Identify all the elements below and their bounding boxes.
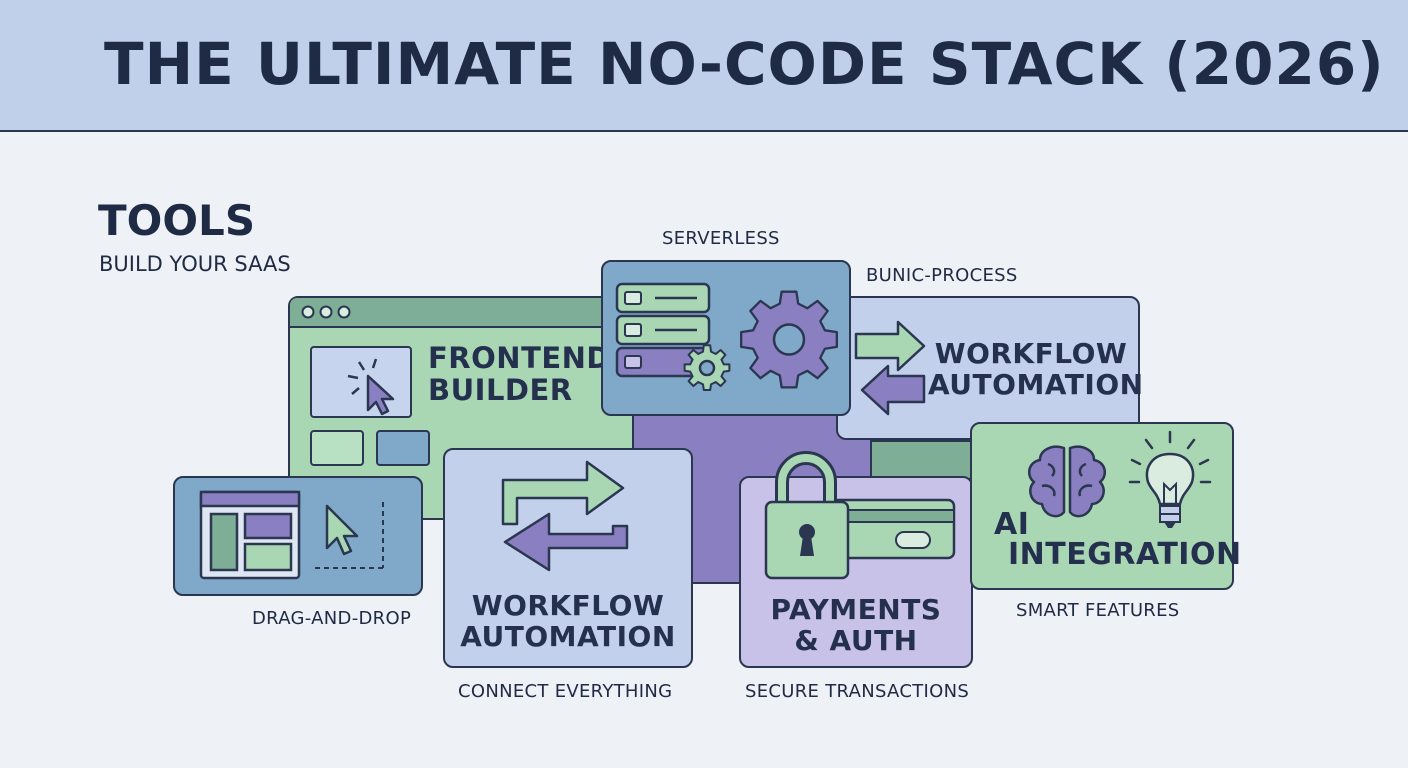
arrows-exchange-icon (854, 320, 926, 416)
layout-grid-icon (199, 490, 384, 580)
arrows-exchange-icon (501, 460, 629, 572)
title-banner: THE ULTIMATE NO-CODE STACK (2026) (0, 0, 1408, 132)
tools-subheading: BUILD YOUR SAAS (99, 252, 291, 276)
window-dots-icon (301, 305, 351, 319)
workflow-automation-top-label: WORKFLOW AUTOMATION (928, 337, 1144, 402)
gear-icon (740, 290, 838, 389)
tools-heading: TOOLS (98, 196, 256, 245)
bunic-process-caption: BUNIC-PROCESS (866, 265, 1018, 286)
frontend-builder-label: FRONTEND BUILDER (428, 341, 611, 408)
page-title: THE ULTIMATE NO-CODE STACK (2026) (104, 30, 1385, 98)
secure-transactions-caption: SECURE TRANSACTIONS (745, 681, 970, 702)
lightbulb-icon (1128, 430, 1212, 528)
browser-bar (290, 298, 632, 328)
workflow-automation-bottom-card[interactable]: WORKFLOW AUTOMATION (443, 448, 693, 668)
workflow-automation-bottom-label: WORKFLOW AUTOMATION (460, 589, 676, 654)
padlock-icon (764, 451, 956, 580)
drag-and-drop-caption: DRAG-AND-DROP (252, 608, 412, 629)
preview-pane (310, 346, 412, 418)
drag-and-drop-card[interactable] (173, 476, 423, 596)
serverless-card[interactable] (601, 260, 851, 416)
cursor-icon (325, 504, 359, 556)
connector-strip (870, 440, 980, 480)
payments-auth-label: PAYMENTS & AUTH (770, 593, 942, 658)
brain-icon (1027, 445, 1107, 518)
serverless-caption: SERVERLESS (662, 228, 780, 249)
ai-integration-label: AI INTEGRATION (994, 507, 1242, 572)
ai-integration-card[interactable]: AI INTEGRATION (970, 422, 1241, 590)
small-gear-icon (683, 344, 731, 392)
connect-everything-caption: CONNECT EVERYTHING (458, 681, 673, 702)
layout-block-blue (376, 430, 430, 466)
smart-features-caption: SMART FEATURES (1016, 600, 1180, 621)
layout-block-green (310, 430, 364, 466)
workflow-automation-top-card[interactable]: WORKFLOW AUTOMATION (836, 296, 1144, 440)
cursor-click-icon (347, 358, 395, 416)
